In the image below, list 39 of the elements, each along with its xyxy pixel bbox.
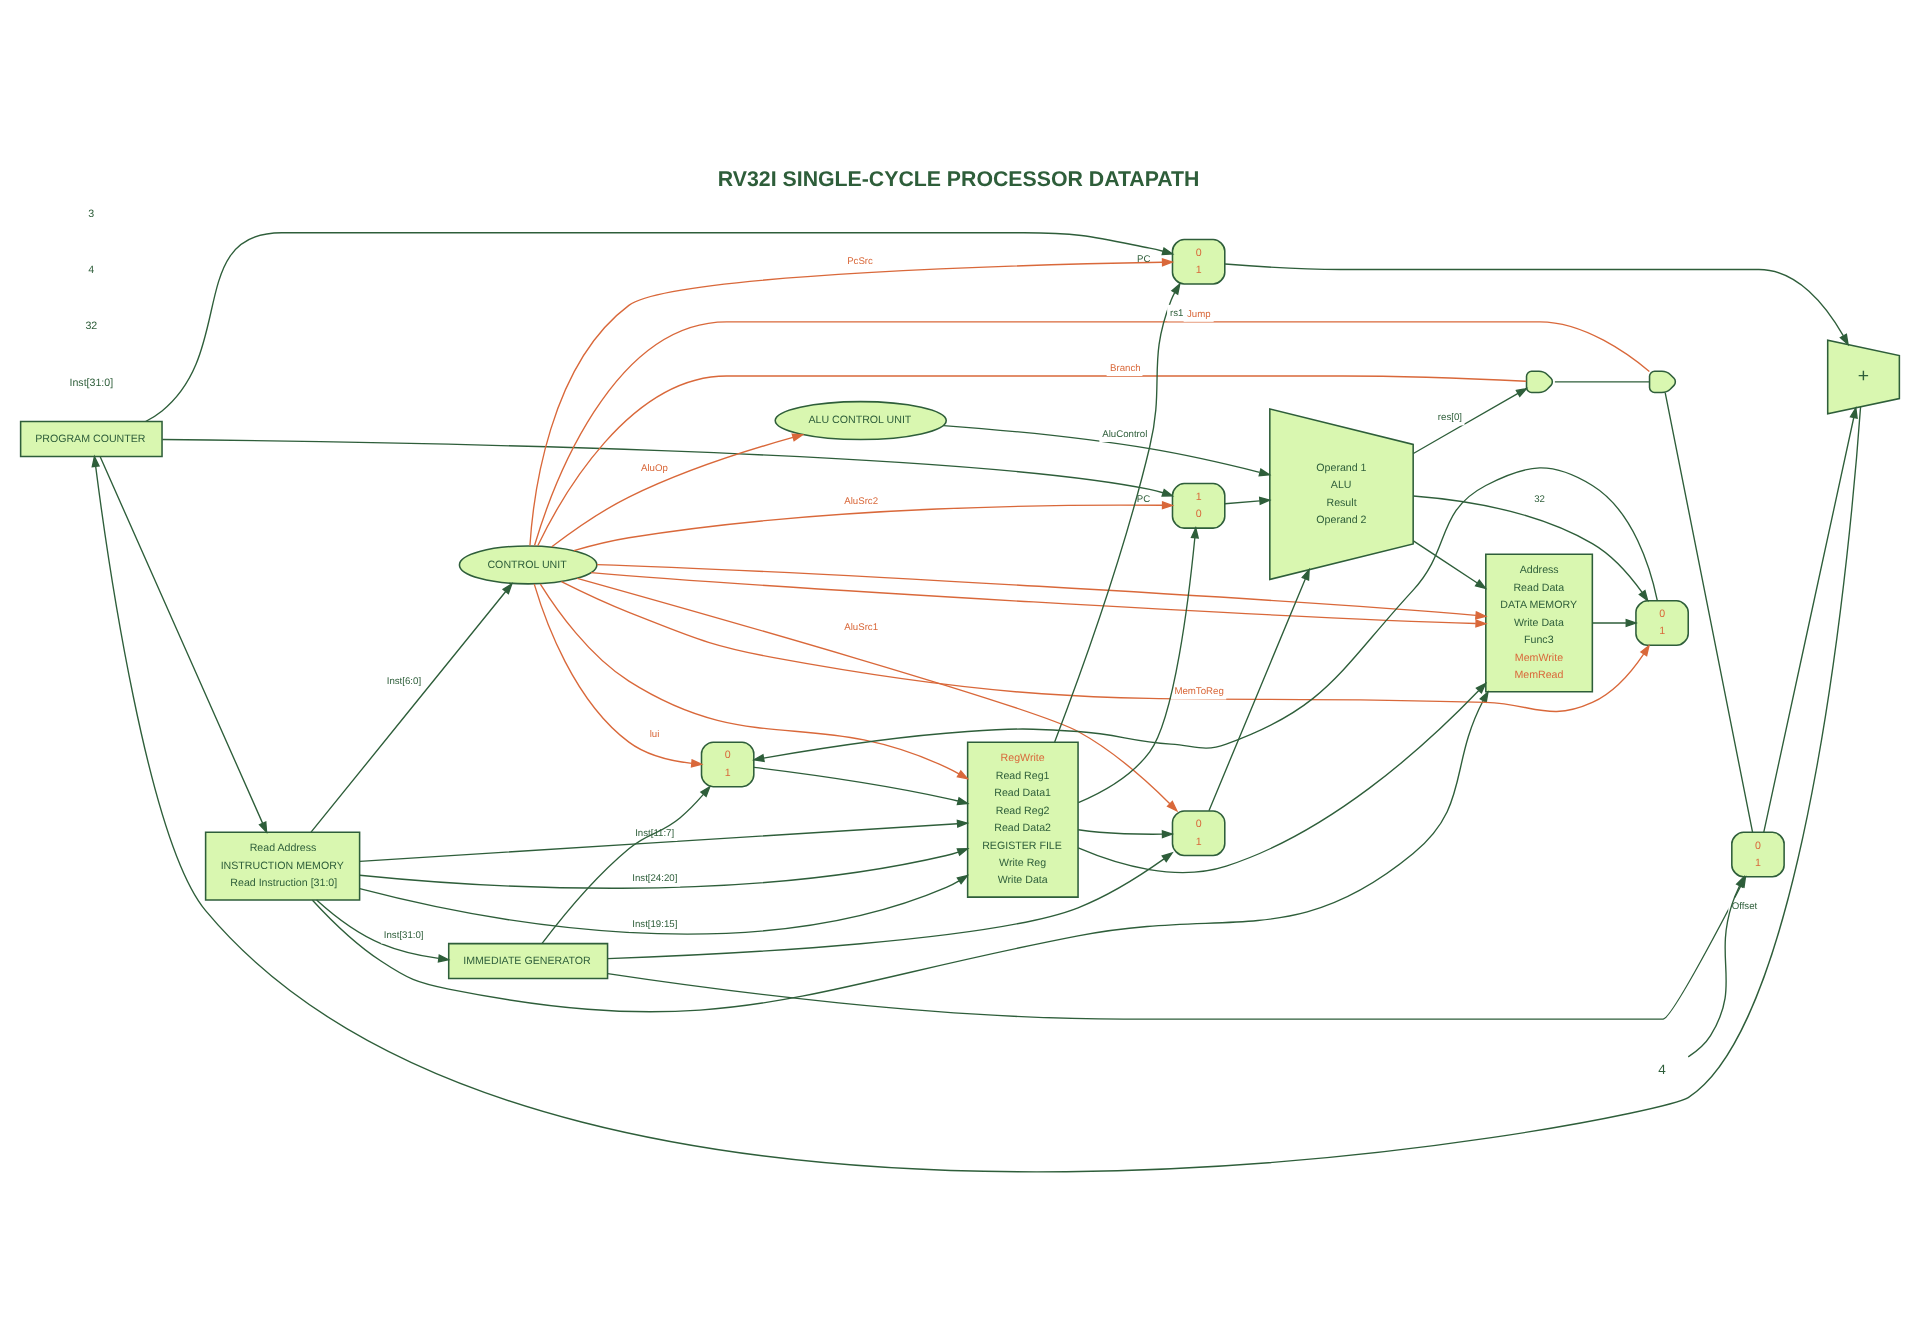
node-box: +: [1826, 338, 1901, 414]
connector: [1554, 380, 1651, 382]
arrow: [144, 231, 1175, 422]
arrow: [596, 562, 1488, 619]
connector: [533, 320, 1651, 546]
arrow: [539, 582, 970, 779]
connector: [1664, 390, 1754, 832]
arrow: [311, 689, 1489, 1012]
diagram-title: RV32I SINGLE-CYCLE PROCESSOR DATAPATH: [717, 166, 1200, 191]
arrow: [560, 580, 1651, 712]
arrow: [1054, 281, 1181, 742]
arrow: [1763, 405, 1858, 832]
arrow: [161, 437, 1175, 496]
arrow: [533, 582, 704, 767]
node-gate: [1525, 369, 1554, 393]
arrow: [551, 432, 805, 547]
arrow: [99, 454, 268, 833]
arrow: [590, 570, 1488, 627]
arrow: [576, 576, 1179, 812]
arrow: [1412, 386, 1529, 454]
arrow: [1412, 494, 1649, 602]
arrow: [315, 898, 451, 962]
arrow: [607, 850, 1174, 959]
arrow: [751, 466, 1658, 762]
arrow: [310, 581, 514, 832]
arrow: [1412, 539, 1488, 589]
arrow: [529, 256, 1175, 546]
arrow: [753, 765, 970, 805]
arrow: [573, 499, 1175, 551]
arrow: [359, 818, 970, 861]
arrow: [1077, 828, 1175, 838]
connector: [537, 374, 1527, 546]
arrow: [1224, 495, 1272, 505]
arrow: [1224, 262, 1850, 346]
arrow: [1208, 566, 1310, 811]
arrow: [1591, 617, 1638, 627]
arrow: [541, 784, 712, 944]
arrow: [1077, 525, 1200, 803]
node-gate: [1648, 369, 1677, 393]
